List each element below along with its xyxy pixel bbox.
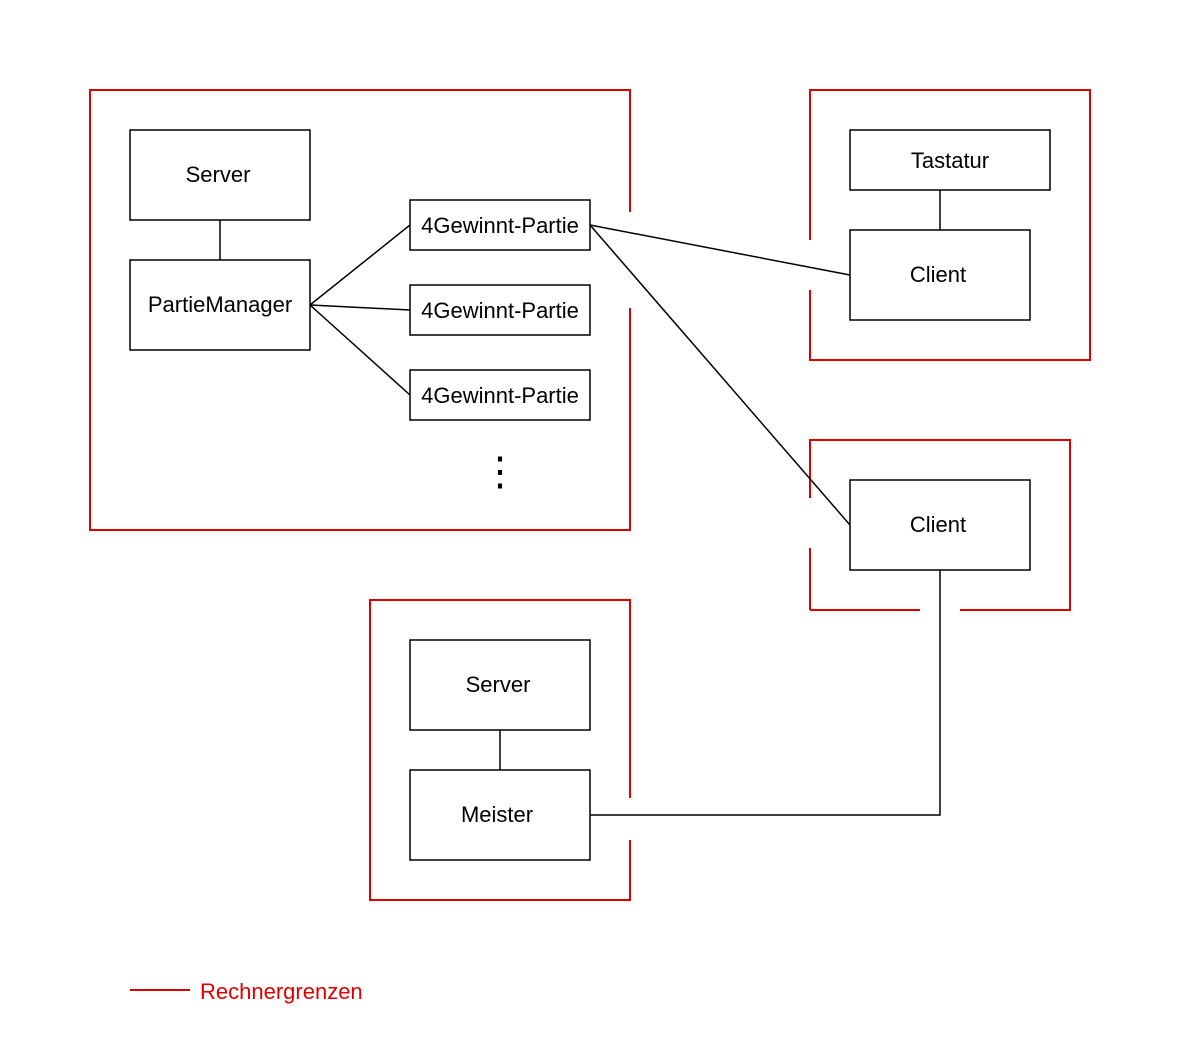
client-top-label: Client [910,262,966,287]
more-games-ellipsis: ⋮ [480,450,520,494]
meister-label: Meister [461,802,533,827]
client-middle-box: Client [849,479,1031,571]
link-meister-client-middle [590,570,941,816]
tastatur-box: Tastatur [849,129,1051,191]
connectors [219,190,941,816]
server-main-box: Server [129,129,311,221]
server-bottom-box: Server [409,639,591,731]
server-bottom-label: Server [466,672,531,697]
tastatur-label: Tastatur [911,148,989,173]
boundary-client-middle [809,439,1071,611]
link-manager-partie2 [309,304,411,311]
partie-3-label: 4Gewinnt-Partie [421,383,579,408]
link-partie1-client-top [589,224,851,276]
legend: Rechnergrenzen [130,979,363,1004]
partie-manager-label: PartieManager [148,292,292,317]
client-middle-label: Client [910,512,966,537]
link-partie1-client-middle [589,224,851,526]
partie-2-label: 4Gewinnt-Partie [421,298,579,323]
client-top-box: Client [849,229,1031,321]
link-manager-partie3 [309,304,411,396]
partie-manager-box: PartieManager [129,259,311,351]
partie-3-box: 4Gewinnt-Partie [409,369,591,421]
legend-label: Rechnergrenzen [200,979,363,1004]
link-manager-partie1 [309,224,411,306]
partie-1-box: 4Gewinnt-Partie [409,199,591,251]
boundary-main-server [89,89,631,531]
boundary-meister [369,599,631,901]
meister-box: Meister [409,769,591,861]
partie-2-box: 4Gewinnt-Partie [409,284,591,336]
partie-1-label: 4Gewinnt-Partie [421,213,579,238]
server-main-label: Server [186,162,251,187]
boundaries [89,89,1091,901]
boundary-tastatur-client [809,89,1091,361]
